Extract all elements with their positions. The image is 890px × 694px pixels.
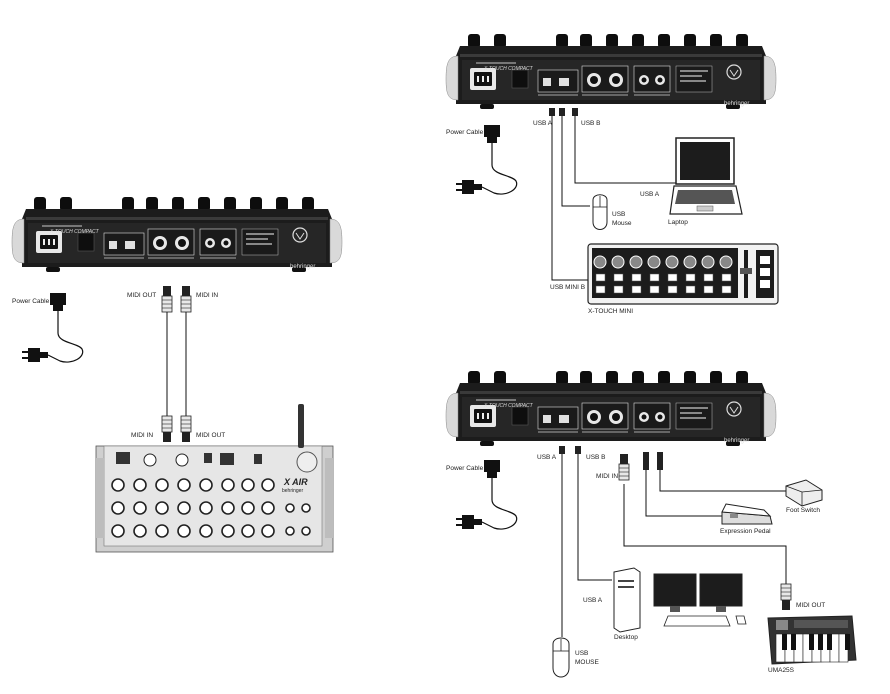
cables-bottom (561, 446, 787, 637)
usb-connectors-top (549, 108, 578, 116)
controller-model-left: X-TOUCH COMPACT (50, 229, 99, 235)
br-desktop-label: Desktop (614, 634, 638, 641)
tr-usb-mini-b-label: USB MINI B (550, 284, 586, 291)
left-midi-in-bottom-label: MIDI IN (131, 432, 154, 439)
left-power-cable-label: Power Cable (12, 298, 50, 305)
tr-usb-a-label: USB A (533, 120, 553, 127)
foot-switch-drawing (785, 479, 823, 507)
tr-usb-mouse-label-2: Mouse (612, 220, 632, 227)
laptop-drawing (669, 137, 743, 215)
mouse-bottom (552, 637, 570, 678)
left-midi-out-top-label: MIDI OUT (127, 292, 157, 299)
x-air-mixer (95, 404, 334, 553)
mixer-jacks (111, 478, 311, 538)
br-foot-switch-label: Foot Switch (786, 507, 820, 514)
controller-brand-top: behringer (724, 101, 750, 107)
br-usb-mouse-label-2: MOUSE (575, 659, 599, 666)
controller-brand-left: behringer (290, 264, 316, 270)
controller-model-top: X-TOUCH COMPACT (484, 66, 533, 72)
tr-usb-b-label: USB B (581, 120, 601, 127)
x-touch-mini-drawing (587, 243, 779, 305)
br-midi-in-label: MIDI IN (596, 473, 619, 480)
controller-brand-bottom: behringer (724, 438, 750, 444)
tr-usb-mouse-label-1: USB (612, 211, 626, 218)
usb-cables-top (551, 108, 676, 281)
left-midi-in-top-label: MIDI IN (196, 292, 219, 299)
left-midi-out-bottom-label: MIDI OUT (196, 432, 226, 439)
mixer-brand: behringer (282, 488, 304, 494)
br-expression-pedal-label: Expression Pedal (720, 528, 771, 535)
br-power-cable-label: Power Cable (446, 465, 484, 472)
mouse-top (592, 194, 608, 230)
br-usb-a-label: USB A (537, 454, 557, 461)
br-usb-a-desktop-label: USB A (583, 597, 603, 604)
mixer-logo: X AIR (284, 477, 308, 487)
br-usb-b-label: USB B (586, 454, 606, 461)
tr-power-cable-label: Power Cable (446, 129, 484, 136)
desktop-drawing (613, 567, 747, 633)
expression-pedal-drawing (721, 503, 773, 525)
controller-model-bottom: X-TOUCH COMPACT (484, 403, 533, 409)
connectors-bottom (559, 446, 663, 470)
tr-usb-a-laptop-label: USB A (640, 191, 660, 198)
keyboard-drawing (767, 615, 857, 665)
tr-laptop-label: Laptop (668, 219, 688, 226)
tr-x-touch-mini-label: X-TOUCH MINI (588, 308, 634, 315)
br-usb-mouse-label-1: USB (575, 650, 589, 657)
midi-cable-out (161, 285, 173, 443)
br-keyboard-label: UMA25S (768, 667, 795, 674)
midi-cable-in (180, 285, 192, 443)
br-midi-out-label: MIDI OUT (796, 602, 826, 609)
